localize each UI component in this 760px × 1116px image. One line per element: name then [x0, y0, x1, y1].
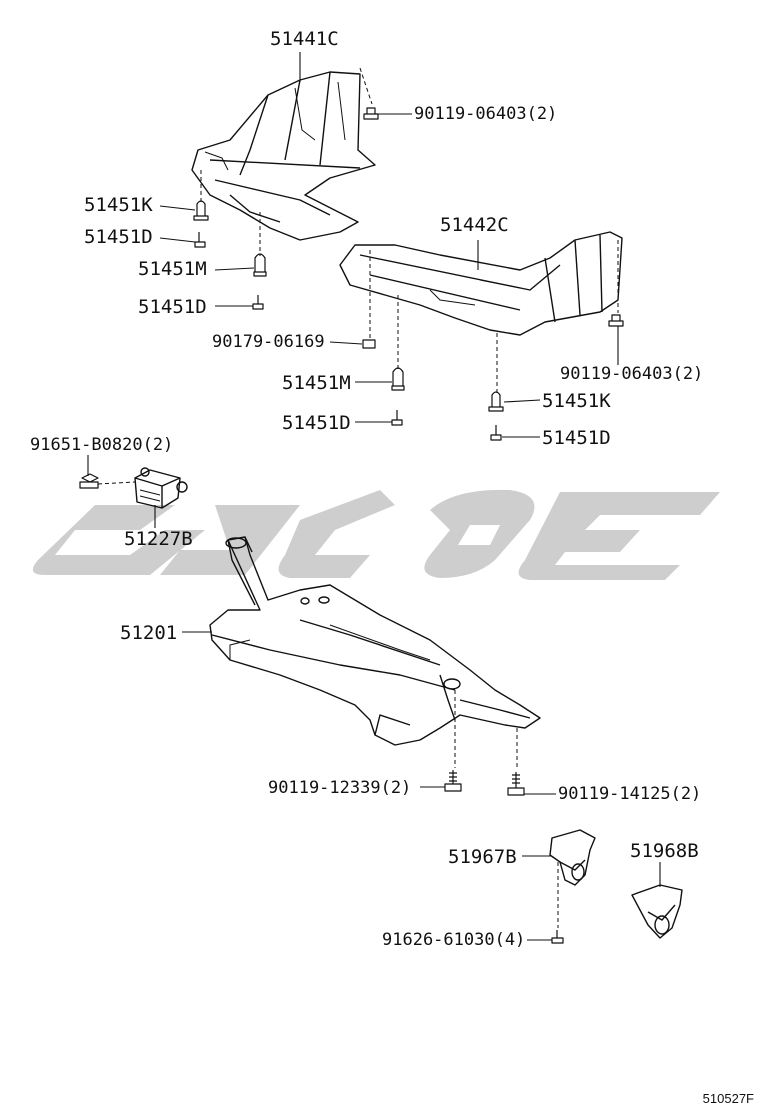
label-51442C: 51442C — [440, 214, 509, 236]
part-51967B-shape — [549, 829, 596, 886]
label-51451M-left: 51451M — [138, 258, 207, 280]
label-90119-14125: 90119-14125(2) — [558, 784, 702, 804]
label-90119-06403-top: 90119-06403(2) — [414, 104, 558, 124]
label-91626-61030: 91626-61030(4) — [382, 930, 526, 950]
label-51441C: 51441C — [270, 28, 339, 50]
label-51201: 51201 — [120, 622, 178, 644]
leader-lines — [87, 52, 661, 941]
label-90119-06403-right: 90119-06403(2) — [560, 364, 704, 384]
part-51227B-shape — [134, 467, 188, 509]
label-51451D-left1: 51451D — [84, 226, 153, 248]
label-51227B: 51227B — [124, 528, 193, 550]
label-51451K-left: 51451K — [84, 194, 153, 216]
label-51451D-mid: 51451D — [282, 412, 351, 434]
label-51968B: 51968B — [630, 840, 699, 862]
reference-code: 510527F — [702, 1091, 754, 1106]
label-91651-B0820: 91651-B0820(2) — [30, 435, 174, 455]
part-51441C-shape — [191, 71, 376, 241]
label-51451M-mid: 51451M — [282, 372, 351, 394]
label-51451D-right: 51451D — [542, 427, 611, 449]
line-art — [79, 52, 683, 944]
label-90179-06169: 90179-06169 — [212, 332, 325, 352]
label-90119-12339: 90119-12339(2) — [268, 778, 412, 798]
alignment-lines — [97, 67, 619, 928]
part-51968B-shape — [631, 884, 683, 939]
fasteners — [79, 107, 624, 944]
label-51451K-right: 51451K — [542, 390, 611, 412]
label-51451D-left2: 51451D — [138, 296, 207, 318]
label-51967B: 51967B — [448, 846, 517, 868]
part-51201-shape — [209, 536, 541, 746]
part-51442C-shape — [339, 231, 623, 336]
